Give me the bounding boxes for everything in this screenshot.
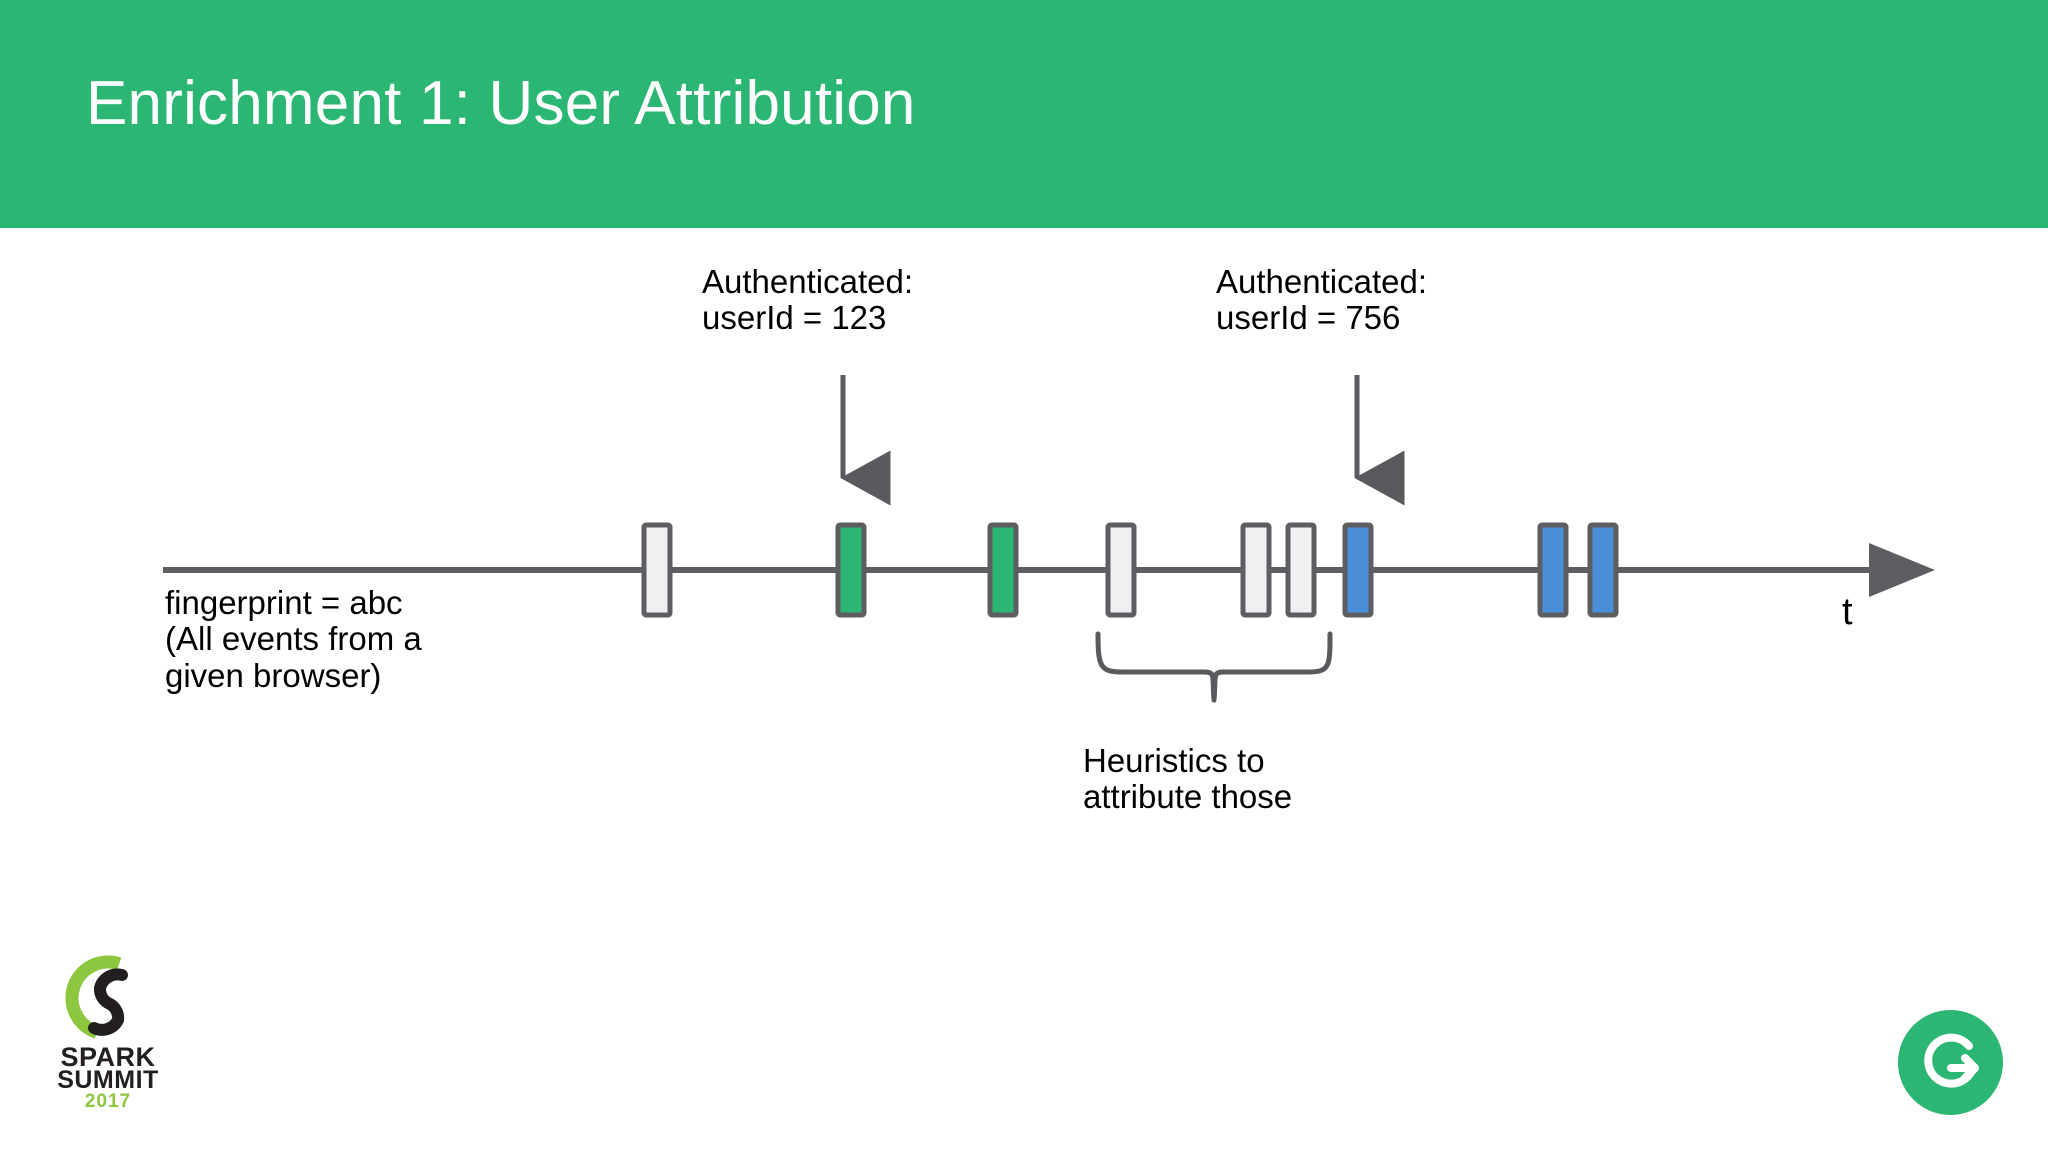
spark-logo-line2: SUMMIT [57, 1066, 159, 1094]
callout-label-authenticated-123: Authenticated: userId = 123 [702, 263, 913, 337]
spark-summit-logo: SPARK SUMMIT 2017 [38, 948, 178, 1108]
heuristics-label: Heuristics to attribute those [1083, 742, 1293, 816]
spark-ring-icon [65, 955, 122, 1039]
spark-logo-year: 2017 [85, 1091, 131, 1108]
slide-body [0, 228, 2048, 1152]
grammarly-logo [1898, 1010, 2003, 1115]
spark-logo-line1: SPARK [60, 1042, 155, 1072]
slide-header-band [0, 0, 2048, 228]
grammarly-g-icon [1924, 1033, 1979, 1088]
grammarly-circle-icon [1898, 1010, 2003, 1115]
axis-label-time: t [1842, 591, 1853, 633]
fingerprint-label: fingerprint = abc (All events from a giv… [165, 584, 422, 694]
spark-s-icon [88, 968, 128, 1036]
callout-label-authenticated-756: Authenticated: userId = 756 [1216, 263, 1427, 337]
page-title: Enrichment 1: User Attribution [86, 69, 916, 138]
